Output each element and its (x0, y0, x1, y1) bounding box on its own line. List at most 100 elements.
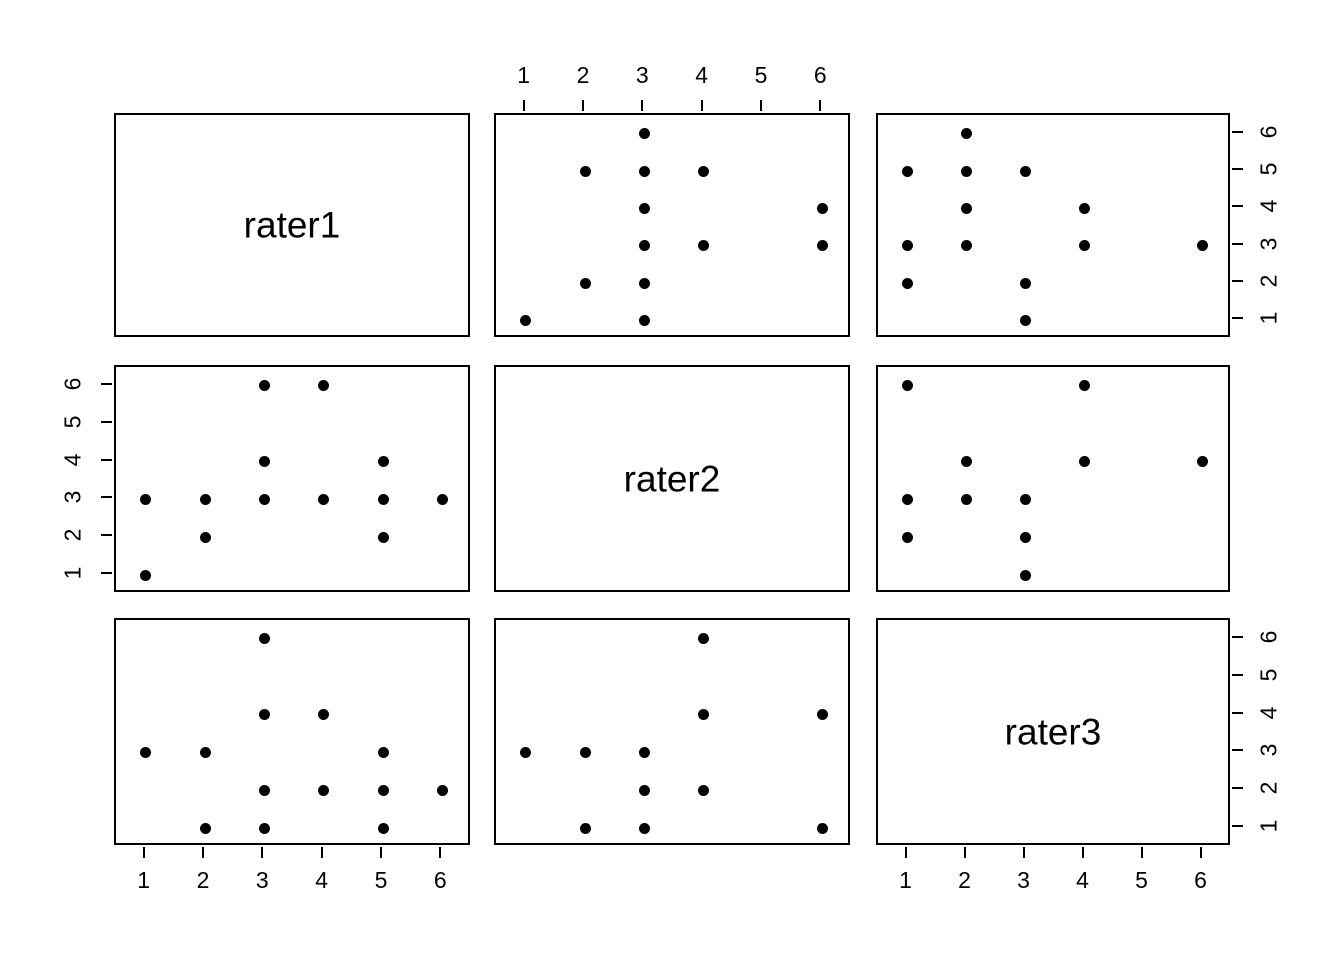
data-point (520, 314, 532, 326)
data-point (436, 493, 448, 505)
data-point (902, 240, 913, 252)
tick-label-x-bottom: 6 (1194, 867, 1207, 893)
data-point (199, 531, 211, 543)
tick-mark-x-bottom (439, 847, 442, 858)
data-point (961, 128, 972, 140)
diagonal-label-rater2: rater2 (623, 458, 721, 499)
data-point (258, 784, 270, 796)
data-point (1020, 277, 1031, 289)
tick-mark-x-bottom (380, 847, 382, 858)
data-point (140, 493, 152, 505)
tick-mark-x-bottom (904, 847, 907, 858)
tick-mark-x-bottom (142, 847, 145, 858)
tick-label-x-top: 2 (576, 62, 590, 88)
tick-label-x-bottom: 6 (433, 867, 447, 893)
data-point (1079, 202, 1090, 214)
data-point (318, 380, 330, 392)
tick-label-y-right: 5 (1255, 162, 1282, 176)
tick-mark-y-left (101, 458, 112, 461)
tick-label-y-right: 6 (1255, 630, 1282, 644)
data-point (199, 746, 211, 758)
data-point (377, 456, 389, 468)
data-point (258, 493, 270, 505)
data-point (258, 380, 270, 392)
data-point (258, 822, 270, 834)
tick-mark-y-right (1232, 749, 1243, 752)
tick-label-y-left: 4 (59, 453, 86, 466)
data-point (377, 493, 389, 505)
tick-mark-y-right (1232, 825, 1243, 828)
tick-label-y-right: 1 (1255, 311, 1282, 325)
tick-label-x-bottom: 4 (315, 867, 329, 893)
data-point (579, 277, 591, 289)
tick-mark-y-right (1232, 711, 1243, 714)
data-point (698, 633, 710, 645)
panel-r1-c1: rater1 (114, 113, 470, 337)
tick-mark-x-bottom (261, 847, 264, 858)
tick-label-x-top: 3 (635, 62, 649, 88)
tick-mark-x-top (641, 100, 644, 111)
data-point (258, 709, 270, 721)
tick-mark-x-bottom (1199, 847, 1202, 858)
data-point (318, 784, 330, 796)
data-point (638, 784, 650, 796)
tick-label-y-right: 3 (1255, 237, 1282, 251)
data-point (1079, 380, 1090, 392)
data-point (638, 277, 650, 289)
tick-mark-y-left (101, 496, 112, 499)
data-point (436, 784, 448, 796)
tick-label-x-bottom: 1 (899, 867, 912, 893)
data-point (1020, 165, 1031, 177)
data-point (816, 709, 828, 721)
panel-r2-c3 (876, 365, 1230, 592)
panel-r1-c3 (876, 113, 1230, 337)
tick-label-y-right: 4 (1255, 706, 1282, 719)
tick-mark-y-right (1232, 317, 1243, 320)
tick-label-x-bottom: 5 (374, 867, 388, 893)
diagonal-label-rater1: rater1 (243, 204, 341, 246)
data-point (377, 746, 389, 758)
tick-mark-y-right (1232, 242, 1243, 245)
tick-label-y-right: 4 (1255, 199, 1282, 213)
data-point (579, 165, 591, 177)
panel-r3-c1 (114, 618, 470, 845)
data-point (961, 202, 972, 214)
data-point (1079, 240, 1090, 252)
data-point (902, 531, 913, 543)
data-point (199, 493, 211, 505)
tick-mark-y-left (101, 534, 112, 537)
tick-label-x-bottom: 5 (1135, 867, 1148, 893)
data-point (318, 493, 330, 505)
data-point (1020, 493, 1031, 505)
tick-label-y-left: 6 (59, 377, 86, 391)
tick-mark-y-left (101, 572, 112, 575)
tick-label-y-left: 5 (59, 415, 86, 429)
panel-r3-c3: rater3 (876, 618, 1230, 845)
tick-label-y-right: 1 (1255, 819, 1282, 833)
tick-mark-y-right (1232, 673, 1243, 676)
data-point (377, 531, 389, 543)
data-point (638, 128, 650, 140)
data-point (902, 380, 913, 392)
tick-label-x-bottom: 2 (958, 867, 971, 893)
data-point (258, 456, 270, 468)
panel-r2-c1 (114, 365, 470, 592)
tick-label-y-right: 5 (1255, 668, 1282, 682)
tick-label-y-left: 1 (59, 566, 86, 580)
tick-label-x-top: 4 (695, 62, 709, 88)
data-point (816, 202, 828, 214)
data-point (258, 633, 270, 645)
tick-label-x-top: 5 (754, 62, 768, 88)
tick-label-y-right: 3 (1255, 744, 1282, 757)
tick-mark-x-top (760, 100, 762, 111)
tick-label-y-right: 2 (1255, 274, 1282, 288)
tick-mark-y-right (1232, 130, 1243, 133)
tick-mark-y-right (1232, 280, 1243, 282)
tick-mark-x-bottom (963, 847, 966, 858)
data-point (816, 822, 828, 834)
data-point (140, 746, 152, 758)
data-point (638, 822, 650, 834)
data-point (1020, 569, 1031, 581)
tick-label-x-top: 1 (517, 62, 531, 88)
